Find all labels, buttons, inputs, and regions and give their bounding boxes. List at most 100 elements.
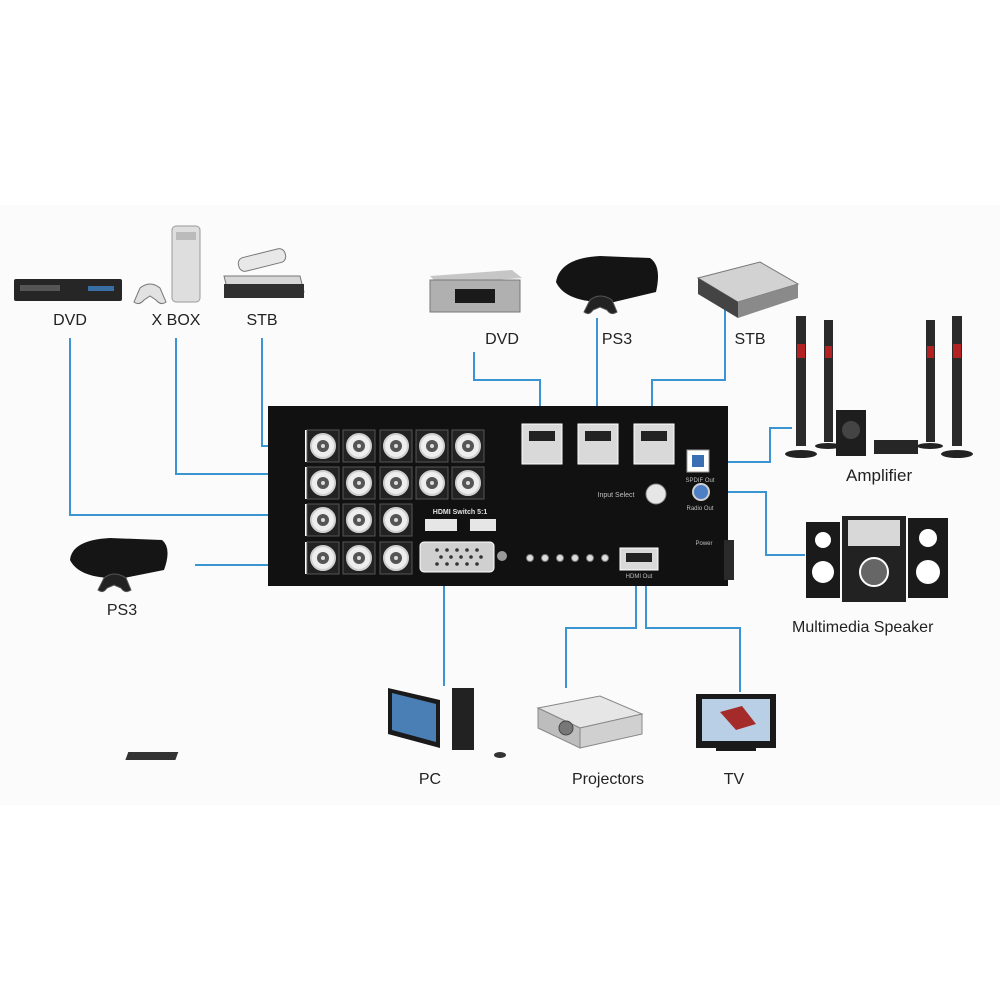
aux-jack bbox=[497, 551, 507, 561]
speaker-tower-4-base bbox=[941, 450, 973, 458]
ps3-left-device bbox=[70, 538, 168, 593]
pc-screen bbox=[392, 693, 436, 742]
hdmi-port-1 bbox=[521, 423, 563, 465]
dvi-badge bbox=[470, 519, 496, 531]
vga-pin bbox=[479, 555, 483, 559]
vga-pin bbox=[439, 555, 443, 559]
vga-pin bbox=[445, 548, 449, 552]
speaker-tower-4 bbox=[952, 316, 962, 446]
vga-pin bbox=[455, 562, 459, 566]
amplifier-label: Amplifier bbox=[846, 466, 913, 485]
multimedia-speaker-device bbox=[806, 516, 948, 602]
dvd-left-tray bbox=[20, 285, 60, 291]
left-speaker-woofer bbox=[812, 561, 834, 583]
input-select-label: Input Select bbox=[598, 492, 635, 499]
ps3-top-console bbox=[556, 256, 658, 303]
hdmi-port-2 bbox=[577, 423, 619, 465]
hdmi-input-ports bbox=[521, 423, 675, 465]
speaker-tower-3 bbox=[926, 320, 935, 442]
center-subwoofer-panel bbox=[848, 520, 900, 546]
power-label: Power bbox=[695, 541, 712, 547]
rca-jack-pin bbox=[357, 518, 361, 522]
ps3-left-controller bbox=[97, 573, 132, 593]
stb-left-body bbox=[224, 284, 304, 298]
wire-xbox bbox=[175, 338, 300, 475]
radio-out-jack bbox=[692, 483, 710, 501]
vga-pin bbox=[469, 555, 473, 559]
tv-stand bbox=[716, 748, 756, 751]
tv-device bbox=[696, 694, 776, 751]
tv-screen-image bbox=[720, 706, 756, 730]
hdmi-switch-panel: Input Select SPDIF Out Radio Out HDMI Sw… bbox=[268, 406, 734, 586]
speaker-tower-2-base bbox=[815, 443, 841, 449]
ps3-left-console bbox=[70, 538, 168, 579]
rca-jack-pin bbox=[394, 444, 398, 448]
stb-top-side bbox=[738, 284, 798, 318]
hdmi-badge bbox=[425, 519, 457, 531]
ps3-left-label: PS3 bbox=[106, 602, 138, 619]
speaker-tower-2-accent bbox=[825, 346, 832, 358]
rca-jack-pin bbox=[466, 481, 470, 485]
hdmi-port-1-slot bbox=[529, 431, 555, 441]
radio-out-label: Radio Out bbox=[686, 506, 713, 512]
projector-lens bbox=[558, 720, 574, 736]
stb-left-device bbox=[223, 248, 305, 298]
hdmi-port-2-slot bbox=[585, 431, 611, 441]
speaker-tower-3-base bbox=[917, 443, 943, 449]
vga-pin bbox=[459, 555, 463, 559]
rca-jack-pin bbox=[321, 518, 325, 522]
vga-pin bbox=[475, 548, 479, 552]
speaker-tower-1-accent bbox=[797, 344, 805, 358]
wire-dvd-left bbox=[69, 338, 300, 516]
stb-left-remote bbox=[237, 248, 287, 272]
speaker-tower-2 bbox=[824, 320, 833, 442]
wire-amplifier bbox=[712, 427, 792, 463]
wire-dvd-top bbox=[473, 352, 541, 420]
vga-pins bbox=[435, 548, 483, 566]
right-speaker-woofer bbox=[916, 560, 940, 584]
led bbox=[601, 554, 609, 562]
wire-speaker bbox=[712, 491, 805, 556]
speaker-tower-3-accent bbox=[927, 346, 934, 358]
dvd-left-display bbox=[88, 286, 114, 291]
wire-stb-top bbox=[651, 300, 726, 420]
rca-jack-pin bbox=[394, 556, 398, 560]
vga-pin bbox=[435, 548, 439, 552]
rca-jack-pin bbox=[357, 444, 361, 448]
led bbox=[571, 554, 579, 562]
vga-pin bbox=[435, 562, 439, 566]
multimedia-speaker-label: Multimedia Speaker bbox=[792, 619, 934, 636]
ps3-top-label: PS3 bbox=[601, 331, 633, 348]
xbox-console bbox=[171, 225, 201, 303]
pc-keyboard bbox=[125, 752, 179, 760]
rca-jack-pin bbox=[430, 481, 434, 485]
xbox-controller bbox=[133, 283, 167, 305]
hdmi-port-3 bbox=[633, 423, 675, 465]
subwoofer-cone bbox=[842, 421, 860, 439]
rca-jack-pin bbox=[430, 444, 434, 448]
spdif-out-label: SPDIF Out bbox=[685, 478, 714, 484]
dvd-left-device bbox=[14, 279, 122, 301]
wire-tv bbox=[645, 582, 741, 692]
xbox-drive bbox=[176, 232, 196, 240]
led bbox=[541, 554, 549, 562]
rca-jack-pin bbox=[466, 444, 470, 448]
hdmi-port-3-slot bbox=[641, 431, 667, 441]
power-jack bbox=[724, 540, 734, 580]
vga-pin bbox=[455, 548, 459, 552]
center-subwoofer-cone bbox=[859, 557, 889, 587]
switch-title: HDMI Switch 5:1 bbox=[433, 509, 488, 516]
rca-jack-pin bbox=[321, 556, 325, 560]
vga-pin bbox=[465, 562, 469, 566]
speaker-tower-1-base bbox=[785, 450, 817, 458]
dvd-top-device bbox=[429, 270, 522, 313]
vga-pin bbox=[475, 562, 479, 566]
xbox-device bbox=[133, 225, 201, 305]
vga-port bbox=[419, 541, 495, 573]
vga-pin bbox=[445, 562, 449, 566]
vga-pin bbox=[449, 555, 453, 559]
dvd-left-label: DVD bbox=[53, 312, 87, 329]
input-select-knob bbox=[645, 483, 667, 505]
